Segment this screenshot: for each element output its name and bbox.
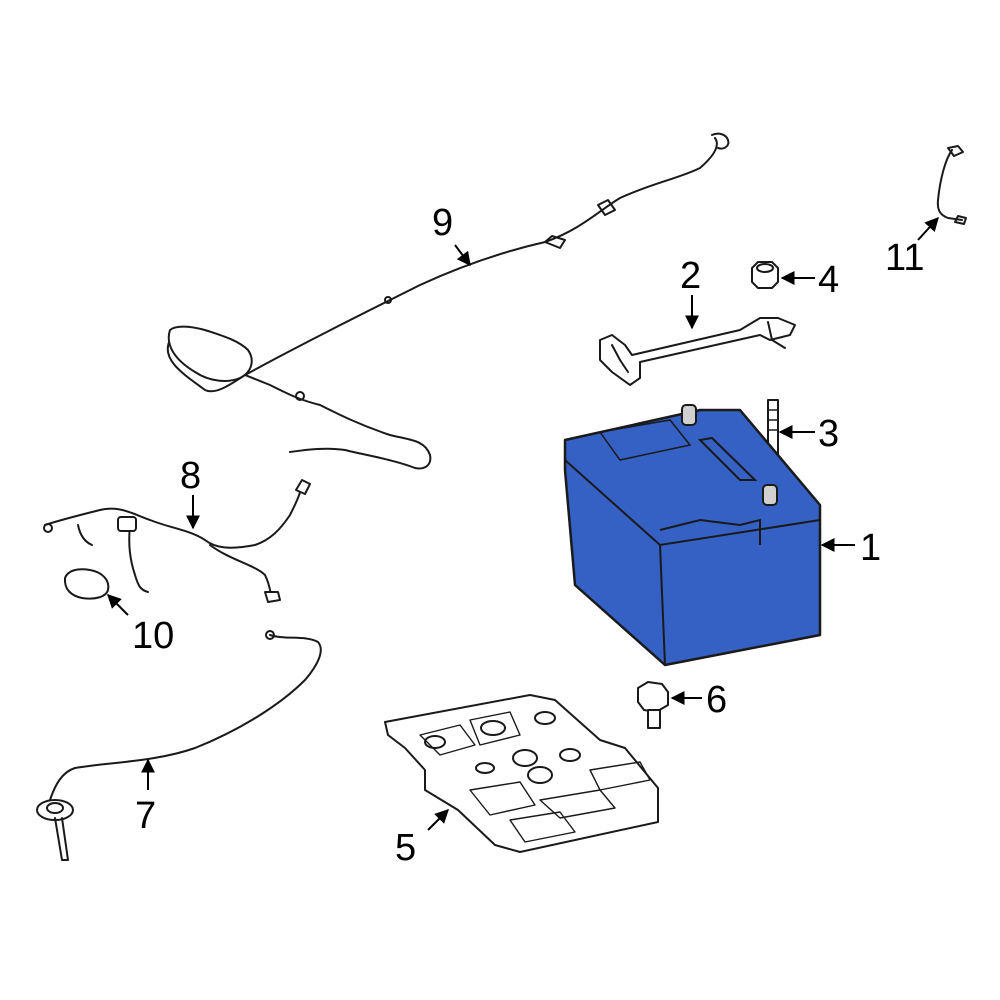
part-5-battery-tray[interactable] [384,694,659,853]
callout-2[interactable]: 2 [680,255,701,330]
callout-label-5: 5 [395,827,416,869]
callout-1[interactable]: 1 [820,527,881,569]
callout-5[interactable]: 5 [395,809,449,869]
callout-7[interactable]: 7 [135,758,156,837]
callout-label-10: 10 [132,615,174,657]
callout-9[interactable]: 9 [432,202,471,267]
callout-6[interactable]: 6 [670,679,727,721]
part-10-terminal-cover[interactable] [63,568,110,600]
part-2-hold-down-bracket[interactable] [599,317,796,386]
part-6-bolt[interactable] [637,681,669,729]
callout-label-6: 6 [706,679,727,721]
callout-label-9: 9 [432,202,453,244]
callout-label-4: 4 [818,259,839,301]
callout-8[interactable]: 8 [180,455,201,530]
callout-label-7: 7 [135,795,156,837]
callout-10[interactable]: 10 [107,594,174,657]
callout-4[interactable]: 4 [780,259,839,301]
callout-label-8: 8 [180,455,201,497]
callout-label-1: 1 [860,527,881,569]
part-4-nut[interactable] [751,261,779,289]
callout-label-2: 2 [680,255,701,297]
callout-label-11: 11 [885,237,924,279]
part-11-ground-cable[interactable] [936,145,967,225]
part-7-cable[interactable] [36,630,322,861]
part-9-cable-harness[interactable] [166,132,730,470]
callout-11[interactable]: 11 [885,216,939,279]
part-8-wiring-harness[interactable] [43,479,311,603]
callout-3[interactable]: 3 [778,413,839,455]
callout-label-3: 3 [818,413,839,455]
callouts: 1 2 3 4 5 6 7 8 [107,202,939,869]
part-1-battery[interactable] [563,404,822,667]
